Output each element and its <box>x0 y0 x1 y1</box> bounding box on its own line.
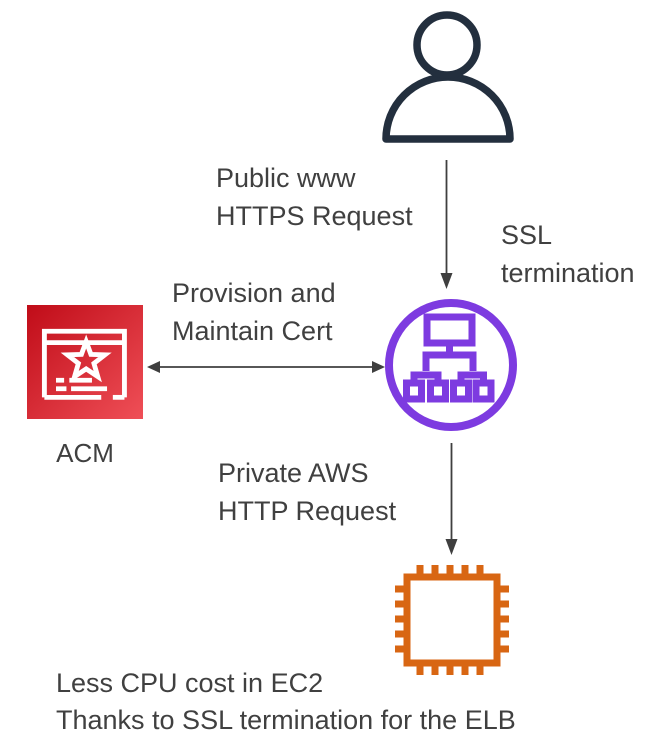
label-private-http-request: Private AWS HTTP Request <box>218 454 396 530</box>
user-body <box>382 73 514 143</box>
label-ssl-termination: SSL termination <box>501 216 635 292</box>
label-line: HTTPS Request <box>216 201 413 231</box>
label-line: termination <box>501 258 635 288</box>
star-icon <box>60 334 112 383</box>
label-line: Provision and <box>172 278 336 308</box>
chip-glyph <box>395 565 509 675</box>
arrow-acm-elb-bidirectional <box>147 361 385 373</box>
user-head <box>413 11 481 79</box>
certificate-manager-icon <box>27 305 143 419</box>
cpu-chip-icon <box>395 565 509 675</box>
label-line: HTTP Request <box>218 496 397 526</box>
elastic-load-balancer-icon <box>385 299 517 431</box>
arrow-elb-to-ec2 <box>445 443 458 555</box>
certificate-glyph <box>41 328 127 400</box>
label-acm: ACM <box>56 438 114 468</box>
arrow-user-to-elb <box>440 160 453 289</box>
label-provision-maintain-cert: Provision and Maintain Cert <box>172 274 336 350</box>
network-tree-glyph <box>403 313 495 403</box>
footer-note: Less CPU cost in EC2 Thanks to SSL termi… <box>56 665 516 739</box>
label-line: Less CPU cost in EC2 <box>56 668 324 698</box>
window-frame <box>41 328 127 398</box>
user-icon <box>382 11 514 143</box>
label-line: Private AWS <box>218 458 369 488</box>
label-public-https-request: Public www HTTPS Request <box>216 159 413 235</box>
label-line: Thanks to SSL termination for the ELB <box>56 705 516 735</box>
elb-circle <box>385 299 517 431</box>
label-line: Maintain Cert <box>172 316 333 346</box>
label-line: Public www <box>216 163 356 193</box>
label-line: SSL <box>501 220 553 250</box>
